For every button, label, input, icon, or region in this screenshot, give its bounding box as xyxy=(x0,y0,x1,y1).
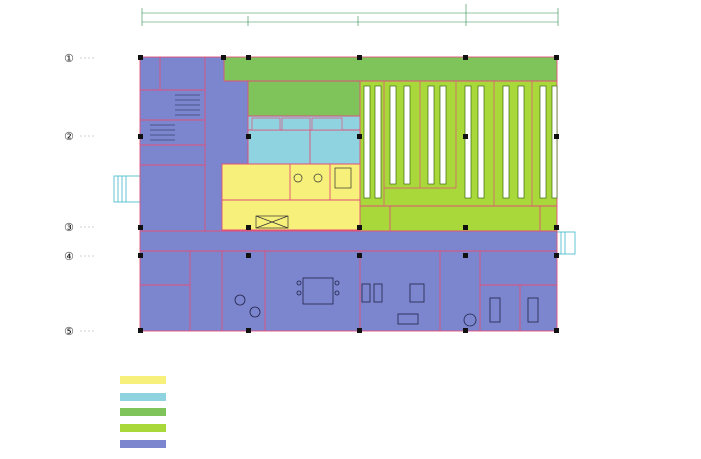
legend-swatch xyxy=(120,376,166,384)
zone-green xyxy=(224,57,557,81)
zone-blue xyxy=(140,231,557,251)
stairs xyxy=(150,94,200,141)
lime-room-outlines xyxy=(383,81,533,206)
dimension-lines xyxy=(141,4,559,26)
axis-marker: ② xyxy=(64,130,74,143)
yellow-equipment xyxy=(255,167,352,229)
axis-marker: ④ xyxy=(64,250,74,263)
axis-markers: ① ② ③ ④ ⑤ xyxy=(64,52,96,338)
legend-swatch xyxy=(120,440,166,448)
legend-swatch xyxy=(120,393,166,401)
cyan-subrooms xyxy=(251,117,343,131)
legend-swatch xyxy=(120,424,166,432)
columns xyxy=(138,55,559,333)
furniture xyxy=(234,277,539,327)
legend xyxy=(120,376,166,448)
axis-marker: ⑤ xyxy=(64,325,74,338)
zone-green xyxy=(248,81,360,116)
zone-yellow xyxy=(222,164,360,230)
axis-marker: ③ xyxy=(64,221,74,234)
zones xyxy=(140,57,557,331)
shelving xyxy=(363,85,558,199)
axis-marker: ① xyxy=(64,52,74,65)
legend-swatch xyxy=(120,408,166,416)
